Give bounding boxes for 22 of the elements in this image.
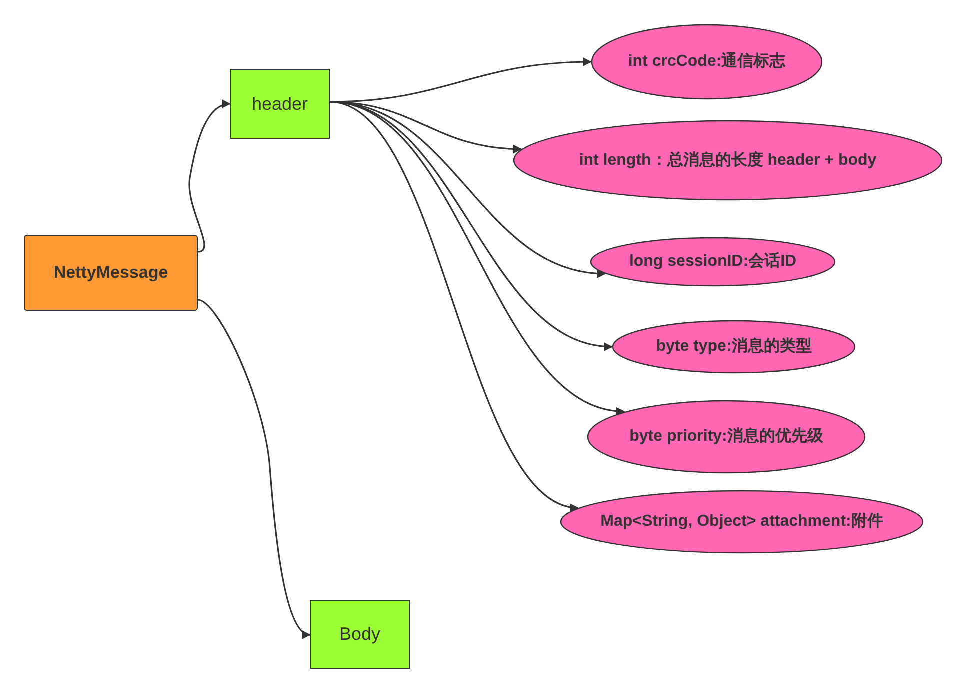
node-label: NettyMessage xyxy=(54,262,168,284)
arrow xyxy=(198,299,311,637)
arrow xyxy=(188,100,231,253)
ellipse-node xyxy=(612,320,856,374)
ellipse-node xyxy=(587,400,866,474)
node-label: int length：总消息的长度 header + body xyxy=(579,150,877,170)
ellipse-node xyxy=(591,24,823,100)
box-node xyxy=(310,600,410,669)
node-label: Map<String, Object> attachment:附件 xyxy=(600,512,884,532)
node-label: Body xyxy=(339,623,381,646)
node-label: byte priority:消息的优先级 xyxy=(630,426,824,447)
node-label: int crcCode:通信标志 xyxy=(628,51,786,72)
box-node xyxy=(24,235,198,311)
ellipse-node xyxy=(590,237,836,287)
ellipse-node xyxy=(513,120,943,201)
node-label: byte type:消息的类型 xyxy=(656,336,812,357)
arrow xyxy=(330,101,522,154)
node-label: header xyxy=(252,92,308,116)
box-node xyxy=(230,69,330,139)
ellipse-node xyxy=(560,490,924,554)
node-label: long sessionID:会话ID xyxy=(629,252,797,272)
arrow xyxy=(330,101,613,350)
